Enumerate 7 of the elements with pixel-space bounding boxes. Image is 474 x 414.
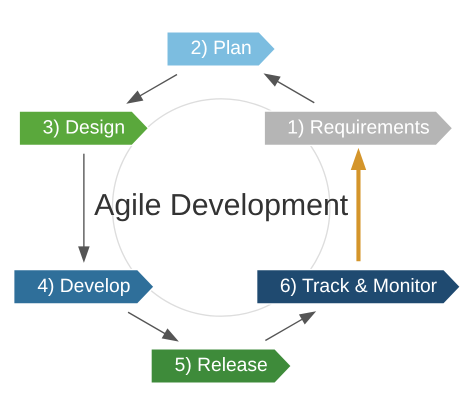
arrow bbox=[263, 72, 315, 103]
arrow bbox=[128, 311, 179, 342]
arrow bbox=[265, 310, 316, 341]
node-label: Agile Development bbox=[94, 188, 348, 222]
arrow bbox=[350, 147, 366, 261]
arrow bbox=[126, 73, 178, 104]
arrow bbox=[78, 153, 90, 262]
